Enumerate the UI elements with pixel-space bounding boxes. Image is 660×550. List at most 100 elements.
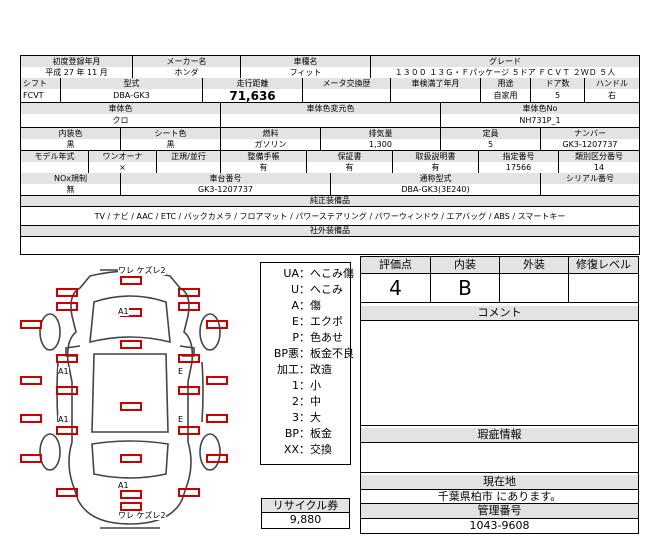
legend-item: XX：交換 (283, 443, 332, 456)
value-color-number: NH731P_1 (441, 114, 639, 128)
recycle-label: リサイクル券 (261, 498, 350, 513)
damage-box (120, 490, 142, 499)
value-score: 4 (361, 274, 431, 303)
legend-item: U：へこみ (290, 283, 343, 296)
sheet-row-6-values: 無 GK3-1207737 DBA-GK3(3E240) (21, 184, 639, 196)
sheet-row-3-labels: 車体色 車体色変元色 車体色No (21, 103, 639, 115)
damage-box (56, 426, 78, 435)
value-body-color: クロ (21, 114, 221, 128)
legend-item: A：傷 (291, 299, 321, 312)
damage-code: A1 (118, 481, 129, 490)
damage-box (56, 488, 78, 497)
value-color-change (221, 114, 441, 128)
damage-box (178, 488, 200, 497)
value-chassis-number: GK3-1207737 (121, 184, 331, 196)
sheet-row-4-labels: 内装色 シート色 燃料 排気量 定員 ナンバー (21, 128, 639, 140)
damage-box (20, 454, 42, 463)
header-exterior: 外装 (500, 257, 569, 274)
header-score: 評価点 (361, 257, 431, 274)
car-damage-diagram: ワレ ケズレ2 A1 A1 E A1 E A1 ワレ ケズレ2 (20, 262, 240, 532)
value-doors: 5 (531, 89, 585, 103)
legend-item: 1：小 (292, 379, 321, 392)
diagram-top-label: ワレ ケズレ2 (118, 266, 166, 275)
damage-code: E (178, 367, 184, 376)
damage-code: A1 (58, 415, 69, 424)
damage-box (20, 320, 42, 329)
value-mileage: 71,636 (203, 89, 303, 103)
vehicle-info-sheet: 初度登録年月 メーカー名 車種名 グレード 平成 27 年 11 月 ホンダ フ… (20, 55, 640, 255)
defect-value (361, 443, 638, 473)
value-capacity: 5 (441, 139, 541, 151)
control-number-value: 1043-9608 (469, 519, 530, 532)
diagram-bottom-label: ワレ ケズレ2 (118, 511, 166, 520)
recycle-value: 9,880 (261, 512, 350, 529)
value-steering: 右 (585, 89, 639, 103)
defect-label: 瑕疵情報 (361, 428, 638, 443)
value-fuel: ガソリン (221, 139, 321, 151)
value-usage: 自家用 (481, 89, 531, 103)
sheet-row-2-values: FCVT DBA-GK3 71,636 自家用 5 右 (21, 89, 639, 103)
sheet-row-4-values: 黒 黒 ガソリン 1,300 5 GK3-1207737 (21, 139, 639, 151)
legend-item: UA：へこみ傷 (283, 267, 354, 280)
legend-item: BP：板金 (284, 427, 332, 440)
damage-box (56, 288, 78, 297)
damage-code: E (178, 415, 184, 424)
value-displacement: 1,300 (321, 139, 441, 151)
value-inspection-expiry (391, 89, 481, 103)
damage-box (120, 276, 142, 285)
evaluation-panel: 評価点 内装 外装 修復レベル 4 B コメント 瑕疵情報 現在地 千葉県柏市 … (360, 256, 639, 534)
value-seat-color: 黒 (121, 139, 221, 151)
damage-box (120, 502, 142, 511)
value-exterior (500, 274, 569, 303)
control-number-label: 管理番号 (361, 504, 638, 519)
value-factory-equipment: TV / ナビ / AAC / ETC / バックカメラ / フロアマット / … (21, 207, 639, 226)
legend-item: BP悪：板金不良 (273, 347, 354, 360)
damage-box (120, 340, 142, 349)
damage-box (20, 414, 42, 423)
comment-label: コメント (361, 306, 638, 321)
header-repair-level: 修復レベル (569, 257, 638, 274)
damage-box (178, 302, 200, 311)
value-nox: 無 (21, 184, 121, 196)
sheet-row-5-values: × 有 有 有 17566 14 (21, 162, 639, 174)
sheet-row-3-values: クロ NH731P_1 (21, 114, 639, 128)
damage-box (56, 302, 78, 311)
label-aftermarket-equipment: 社外装備品 (21, 226, 639, 237)
value-serial-number (541, 184, 639, 196)
damage-code: A1 (118, 307, 129, 316)
legend-item: E：エクボ (292, 315, 343, 328)
damage-box (178, 288, 200, 297)
damage-legend: UA：へこみ傷 U：へこみ A：傷 E：エクボ P：色あせ BP悪：板金不良 加… (260, 262, 354, 465)
value-shift: FCVT (21, 89, 61, 103)
damage-box (206, 414, 228, 423)
value-interior-color: 黒 (21, 139, 121, 151)
damage-box (178, 426, 200, 435)
value-aftermarket-equipment (21, 237, 639, 254)
damage-box (206, 454, 228, 463)
legend-item: 3：大 (292, 411, 321, 424)
damage-box (206, 320, 228, 329)
damage-box (178, 354, 200, 363)
damage-box (206, 376, 228, 385)
label-factory-equipment: 純正装備品 (21, 196, 639, 207)
damage-box (20, 376, 42, 385)
legend-item: 2：中 (292, 395, 321, 408)
damage-box (178, 386, 200, 395)
damage-box (120, 402, 142, 411)
value-type: DBA-GK3 (61, 89, 203, 103)
legend-item: 加工：改造 (277, 363, 332, 376)
value-interior: B (431, 274, 500, 303)
value-plate-number: GK3-1207737 (541, 139, 639, 151)
sheet-row-6-labels: NOx規制 車台番号 通称型式 シリアル番号 (21, 173, 639, 185)
value-meter-exchange (303, 89, 391, 103)
location-label: 現在地 (361, 475, 638, 490)
legend-item: P：色あせ (292, 331, 343, 344)
value-repair-level (569, 274, 638, 303)
sheet-row-5-labels: モデル年式 ワンオーナ 正規/並行 整備手帳 保証書 取扱説明書 指定番号 類別… (21, 151, 639, 163)
damage-box (56, 386, 78, 395)
value-common-type: DBA-GK3(3E240) (331, 184, 541, 196)
damage-box (56, 354, 78, 363)
header-interior: 内装 (431, 257, 500, 274)
location-value: 千葉県柏市 にあります。 (361, 490, 638, 504)
damage-code: A1 (58, 367, 69, 376)
